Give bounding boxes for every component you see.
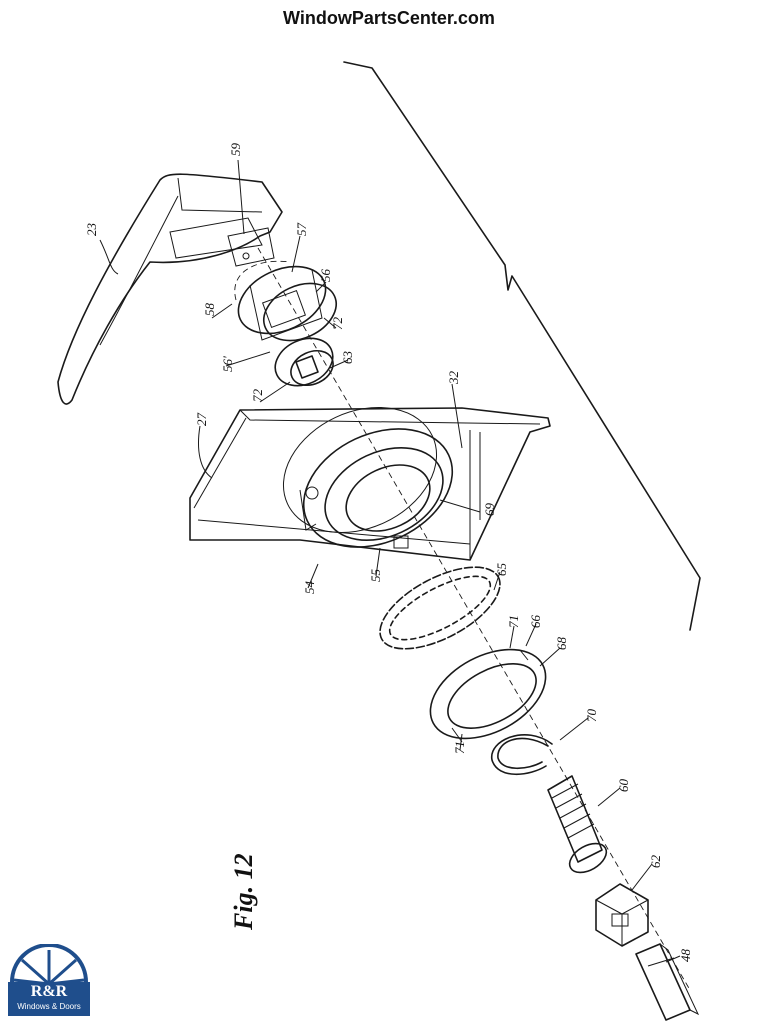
square-drive-56p [274,337,334,387]
figure-title: Fig. 12 [229,853,258,931]
hub-56 [234,260,337,342]
ring-assembly-54 [282,407,454,549]
label-68: 68 [554,637,569,651]
housing-27 [189,407,551,561]
logo-band: R&R Windows & Doors [8,982,90,1016]
label-65: 65 [494,563,509,577]
label-58: 58 [202,303,217,317]
label-70: 70 [584,709,599,723]
arched-window-icon [10,944,88,986]
label-59: 59 [228,143,243,157]
handle-23 [57,173,283,405]
label-69: 69 [482,503,497,517]
label-71b: 71 [452,741,467,754]
label-62: 62 [648,855,663,869]
screw-60 [547,775,608,874]
label-71a: 71 [506,615,521,628]
label-48: 48 [678,949,693,963]
label-63: 63 [340,351,355,365]
label-54: 54 [302,581,317,595]
label-56p: 56' [220,356,235,372]
spindle-48 [635,943,700,1021]
leader-lines [99,159,681,963]
label-72b: 72 [250,389,265,403]
site-header: WindowParts­Center.com [283,8,495,28]
label-55: 55 [368,569,383,583]
label-66: 66 [528,615,543,629]
logo-brand: R&R [30,983,68,1000]
logo-tagline: Windows & Doors [17,1002,81,1011]
reference-numerals: 23 59 57 56 58 56' 72 72 63 27 32 69 54 … [84,143,693,963]
center-axis [257,247,691,991]
label-57: 57 [294,223,309,237]
label-27: 27 [194,413,209,427]
label-72a: 72 [330,317,345,331]
label-32: 32 [446,371,461,386]
label-56: 56 [318,269,333,283]
nut-62 [595,883,649,947]
washer-66 [429,648,547,743]
company-logo: R&R Windows & Doors [8,944,90,1016]
label-23: 23 [84,223,99,237]
label-60: 60 [616,779,631,793]
frame-outline [343,61,701,631]
clip-70 [491,734,553,775]
